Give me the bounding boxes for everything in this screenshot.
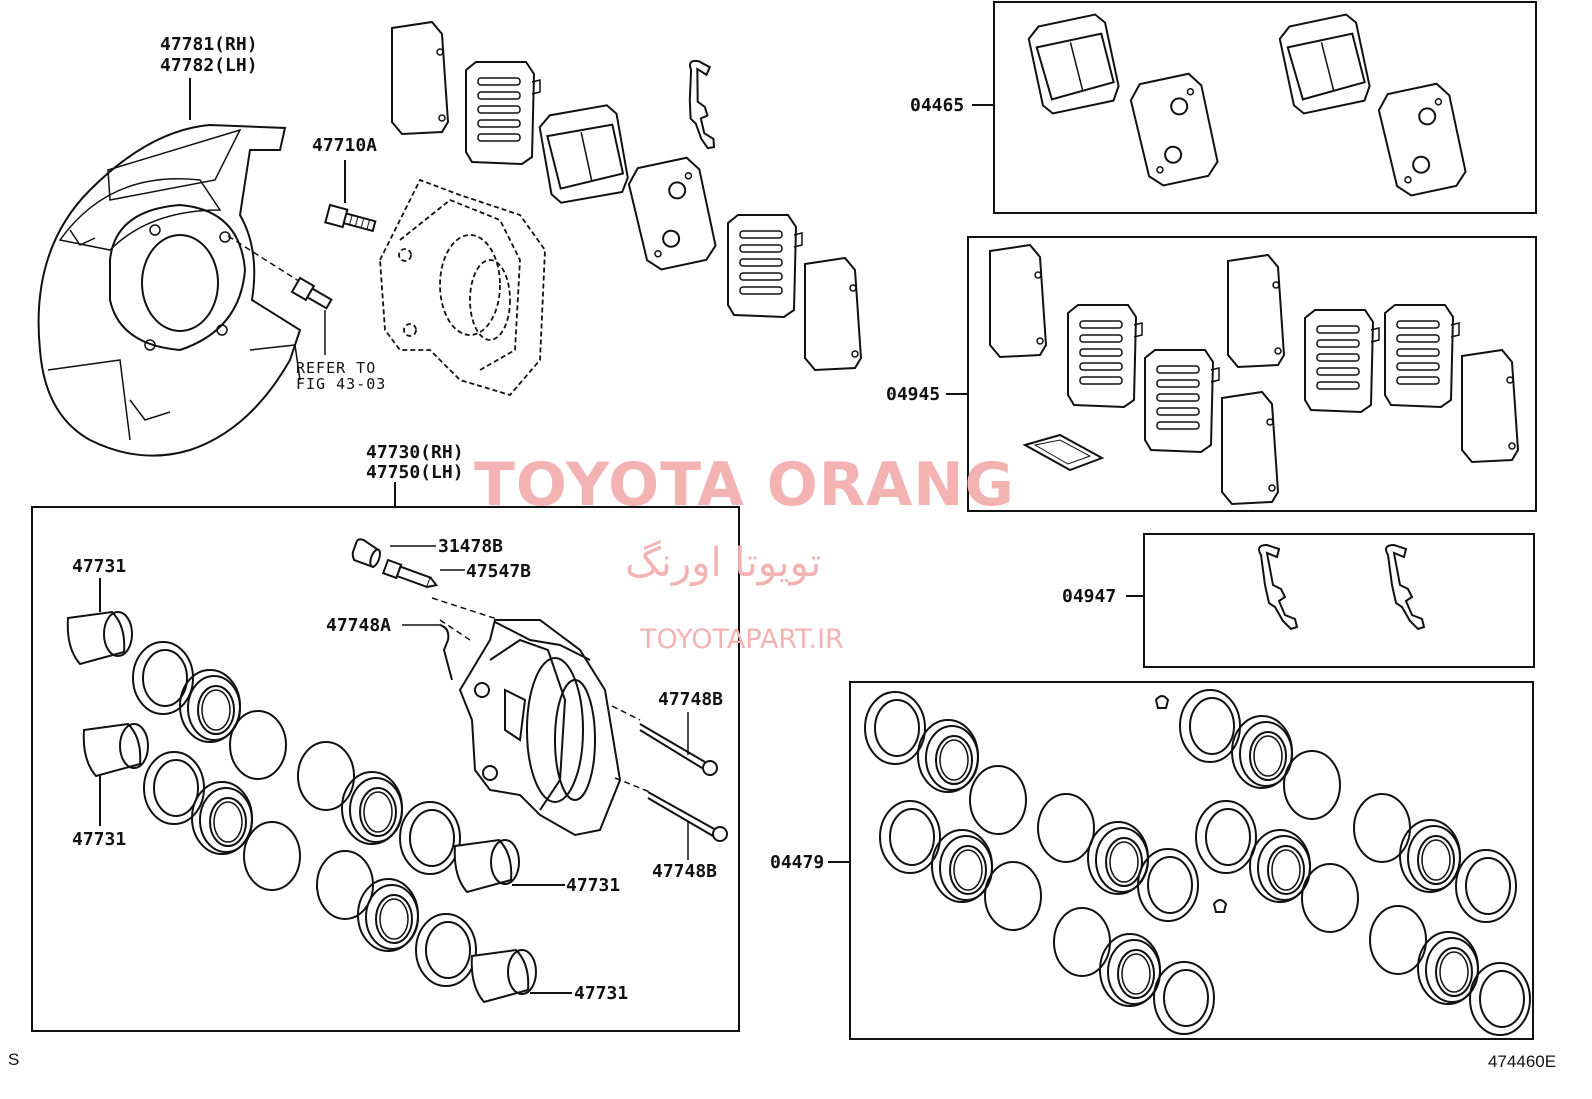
bleeder-screw [381,558,439,589]
label-kit-springs: 04947 [1062,586,1117,607]
dust-boot-2 [191,781,253,855]
seal-disc-1 [229,710,287,780]
kit-shim-1 [1067,304,1143,408]
upper-spring [675,58,730,151]
label-caliper-rh: 47730(RH) [366,442,464,463]
box-springs-kit [1143,533,1535,668]
kit-shim-2 [1144,349,1220,453]
seal-disc-4 [316,850,374,920]
footer-code: 474460E [1488,1052,1557,1071]
kit-spring-2 [1385,544,1425,630]
kit-seals-group [864,689,1531,1036]
label-shield-rh: 47781(RH) [160,34,258,55]
dashed-pin-lower [614,777,651,793]
kit-shim-3 [1304,309,1380,413]
kit-shim-4 [1384,304,1460,408]
dashed-pin-upper [611,705,641,721]
label-kit-pads: 04465 [910,95,965,116]
slide-pin-upper [639,723,718,776]
seal-ring-4 [415,913,477,987]
upper-shim-1 [391,21,449,135]
label-shield-lh: 47782(LH) [160,55,258,76]
box-seals-kit [849,681,1534,1040]
slide-pin-lower [647,791,728,842]
seal-ring-1 [132,641,194,715]
label-piston-ml: 47731 [72,829,127,850]
caliper-body [458,619,622,837]
kit-grease-packet [1022,433,1105,472]
dashed-bleeder [431,597,501,621]
piston-bottom [470,949,537,1003]
seal-disc-3 [297,741,355,811]
seal-disc-2 [243,821,301,891]
label-cap: 31478B [438,536,504,557]
bolt [324,203,377,233]
seal-ring-2 [143,751,205,825]
dust-boot-4 [357,878,419,952]
kit-pad-2 [1276,11,1374,117]
seal-ring-3 [399,801,461,875]
label-piston-c: 47731 [566,875,621,896]
label-refer-1: REFER TO [296,359,377,377]
refer-screw [290,276,333,310]
label-bolt: 47710A [312,135,378,156]
upper-pad-1 [536,102,632,206]
upper-shim-2 [465,61,541,165]
pin-clip [439,624,453,681]
upper-shim-3 [727,214,803,318]
label-refer-2: FIG 43-03 [296,375,387,393]
kit-shim-plain-1 [989,244,1047,358]
piston-mid-left [82,723,149,777]
watermark-site: TOYOTAPART.IR [640,624,844,655]
box-caliper-assembly [31,506,740,1032]
dust-shield [37,123,302,457]
upper-plate-1 [624,154,720,274]
piston-top-left [66,611,133,665]
label-piston-b: 47731 [574,983,629,1004]
footer-left-mark: S [8,1050,20,1069]
label-kit-seals: 04479 [770,852,825,873]
kit-shim-plain-2 [1227,254,1285,368]
label-caliper-lh: 47750(LH) [366,462,464,483]
watermark-brand: TOYOTA ORANG [474,450,1015,520]
label-kit-shims: 04945 [886,384,941,405]
leader-dashed-shield [227,235,306,286]
dust-boot-1 [179,669,241,743]
watermark-persian: تویوتا اورنگ [625,540,822,586]
kit-plate-1 [1126,70,1222,190]
upper-shim-4 [804,257,862,371]
box-shims-kit [967,236,1537,512]
label-pin-lower: 47748B [652,861,718,882]
kit-shim-plain-3 [1221,391,1279,505]
kit-shim-plain-4 [1461,349,1519,463]
label-pin-upper: 47748B [658,689,724,710]
label-piston-tl: 47731 [72,556,127,577]
piston-center [453,839,520,893]
upper-caliper-outline [379,178,546,397]
dust-boot-3 [341,771,403,845]
label-pin-clip: 47748A [326,615,392,636]
kit-spring-1 [1258,544,1298,630]
kit-plate-2 [1374,80,1470,200]
kit-pad-1 [1025,11,1123,117]
box-pads-kit [993,1,1537,214]
bleeder-cap [351,538,382,569]
label-bleeder: 47547B [466,561,532,582]
